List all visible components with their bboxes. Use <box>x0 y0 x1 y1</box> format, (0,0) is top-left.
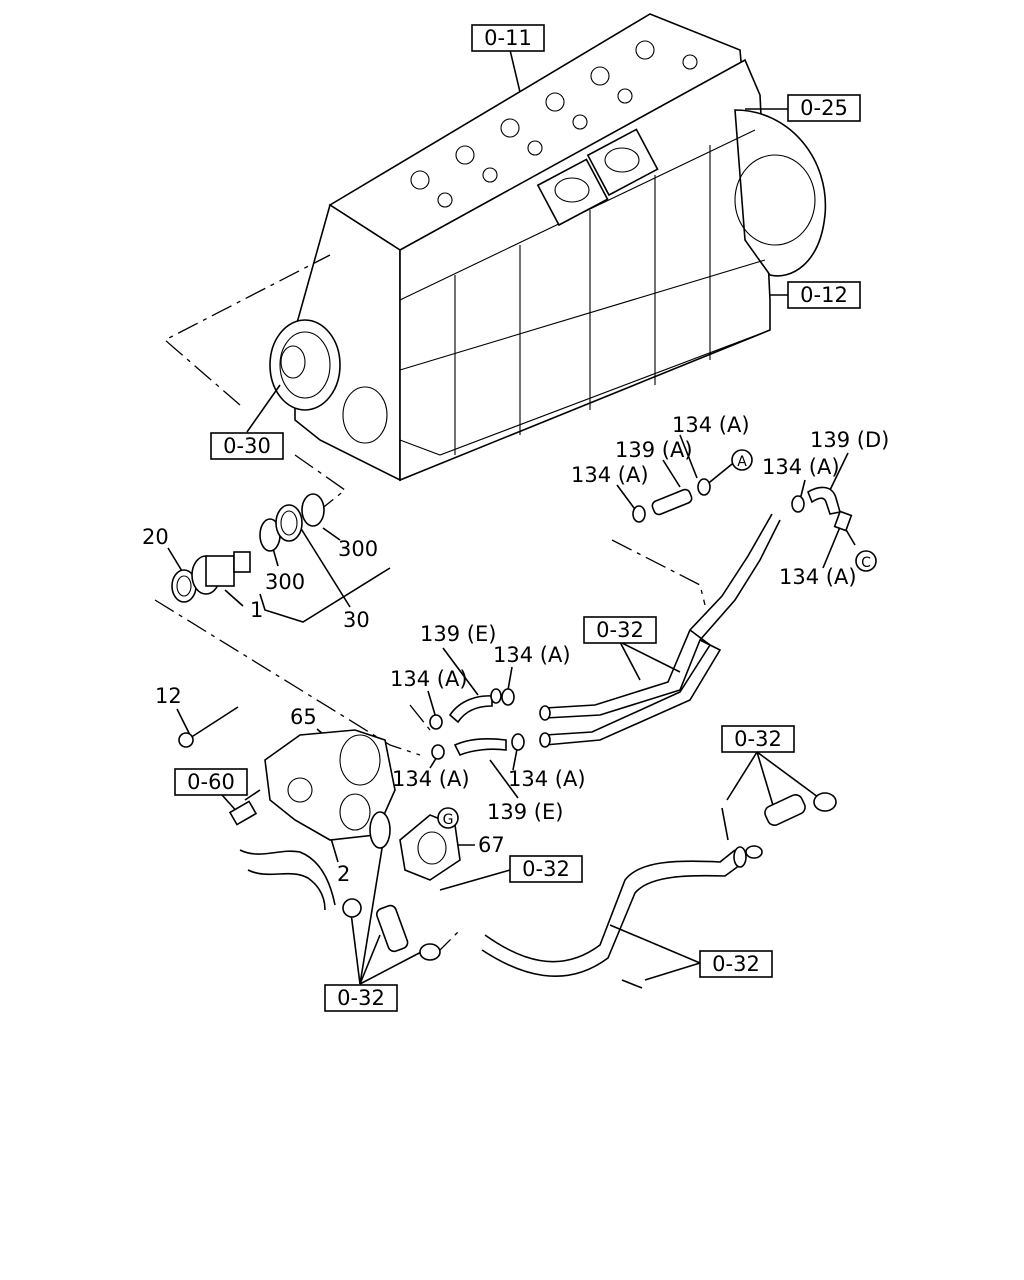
ref-box-0-25: 0-25 <box>787 94 861 122</box>
label-67: 67 <box>478 833 505 857</box>
label-300: 300 <box>338 537 378 561</box>
engine-block <box>269 13 827 482</box>
ref-box-0-11: 0-11 <box>471 24 545 52</box>
coolant-hoses <box>239 478 853 989</box>
label-2: 2 <box>337 862 350 886</box>
ref-box-0-32-mid: 0-32 <box>583 616 657 644</box>
ref-label: 0-25 <box>800 96 848 120</box>
ref-box-0-32-center: 0-32 <box>509 855 583 883</box>
label-134a: 134 (A) <box>779 565 857 589</box>
ref-label: 0-12 <box>800 283 848 307</box>
thermostat-parts <box>171 493 325 603</box>
label-139d: 139 (D) <box>810 428 889 452</box>
label-134a: 134 (A) <box>571 463 649 487</box>
label-12: 12 <box>155 684 182 708</box>
ref-label: 0-32 <box>337 986 385 1010</box>
part-labels: 134 (A) 139 (A) 134 (A) 134 (A) 139 (D) … <box>142 413 889 886</box>
ref-label: 0-32 <box>712 952 760 976</box>
label-134a: 134 (A) <box>392 767 470 791</box>
label-30: 30 <box>343 608 370 632</box>
marker-a: A <box>731 449 753 471</box>
label-139e: 139 (E) <box>487 800 563 824</box>
ref-box-0-32-right: 0-32 <box>721 725 795 753</box>
ref-box-0-32-bottom-right: 0-32 <box>699 950 773 978</box>
ref-box-0-60: 0-60 <box>174 768 248 796</box>
label-134a: 134 (A) <box>762 455 840 479</box>
ref-label: 0-32 <box>596 618 644 642</box>
ref-label: 0-32 <box>734 727 782 751</box>
marker-g: G <box>437 807 459 829</box>
ref-label: 0-30 <box>223 434 271 458</box>
label-134a: 134 (A) <box>390 667 468 691</box>
marker-letter: G <box>443 812 454 828</box>
ref-box-0-30: 0-30 <box>210 432 284 460</box>
marker-c: C <box>855 550 877 572</box>
label-139e: 139 (E) <box>420 622 496 646</box>
ref-label: 0-32 <box>522 857 570 881</box>
label-20: 20 <box>142 525 169 549</box>
marker-letter: A <box>737 454 747 470</box>
label-300: 300 <box>265 570 305 594</box>
label-134a: 134 (A) <box>672 413 750 437</box>
label-134a: 134 (A) <box>493 643 571 667</box>
ref-label: 0-11 <box>484 26 532 50</box>
ref-box-0-12: 0-12 <box>787 281 861 309</box>
water-outlet-housing <box>178 706 461 881</box>
ref-box-0-32-bottom-left: 0-32 <box>324 984 398 1012</box>
marker-letter: C <box>861 555 871 571</box>
label-65: 65 <box>290 705 317 729</box>
label-139a: 139 (A) <box>615 438 693 462</box>
label-1: 1 <box>250 598 263 622</box>
ref-label: 0-60 <box>187 770 235 794</box>
label-134a: 134 (A) <box>508 767 586 791</box>
